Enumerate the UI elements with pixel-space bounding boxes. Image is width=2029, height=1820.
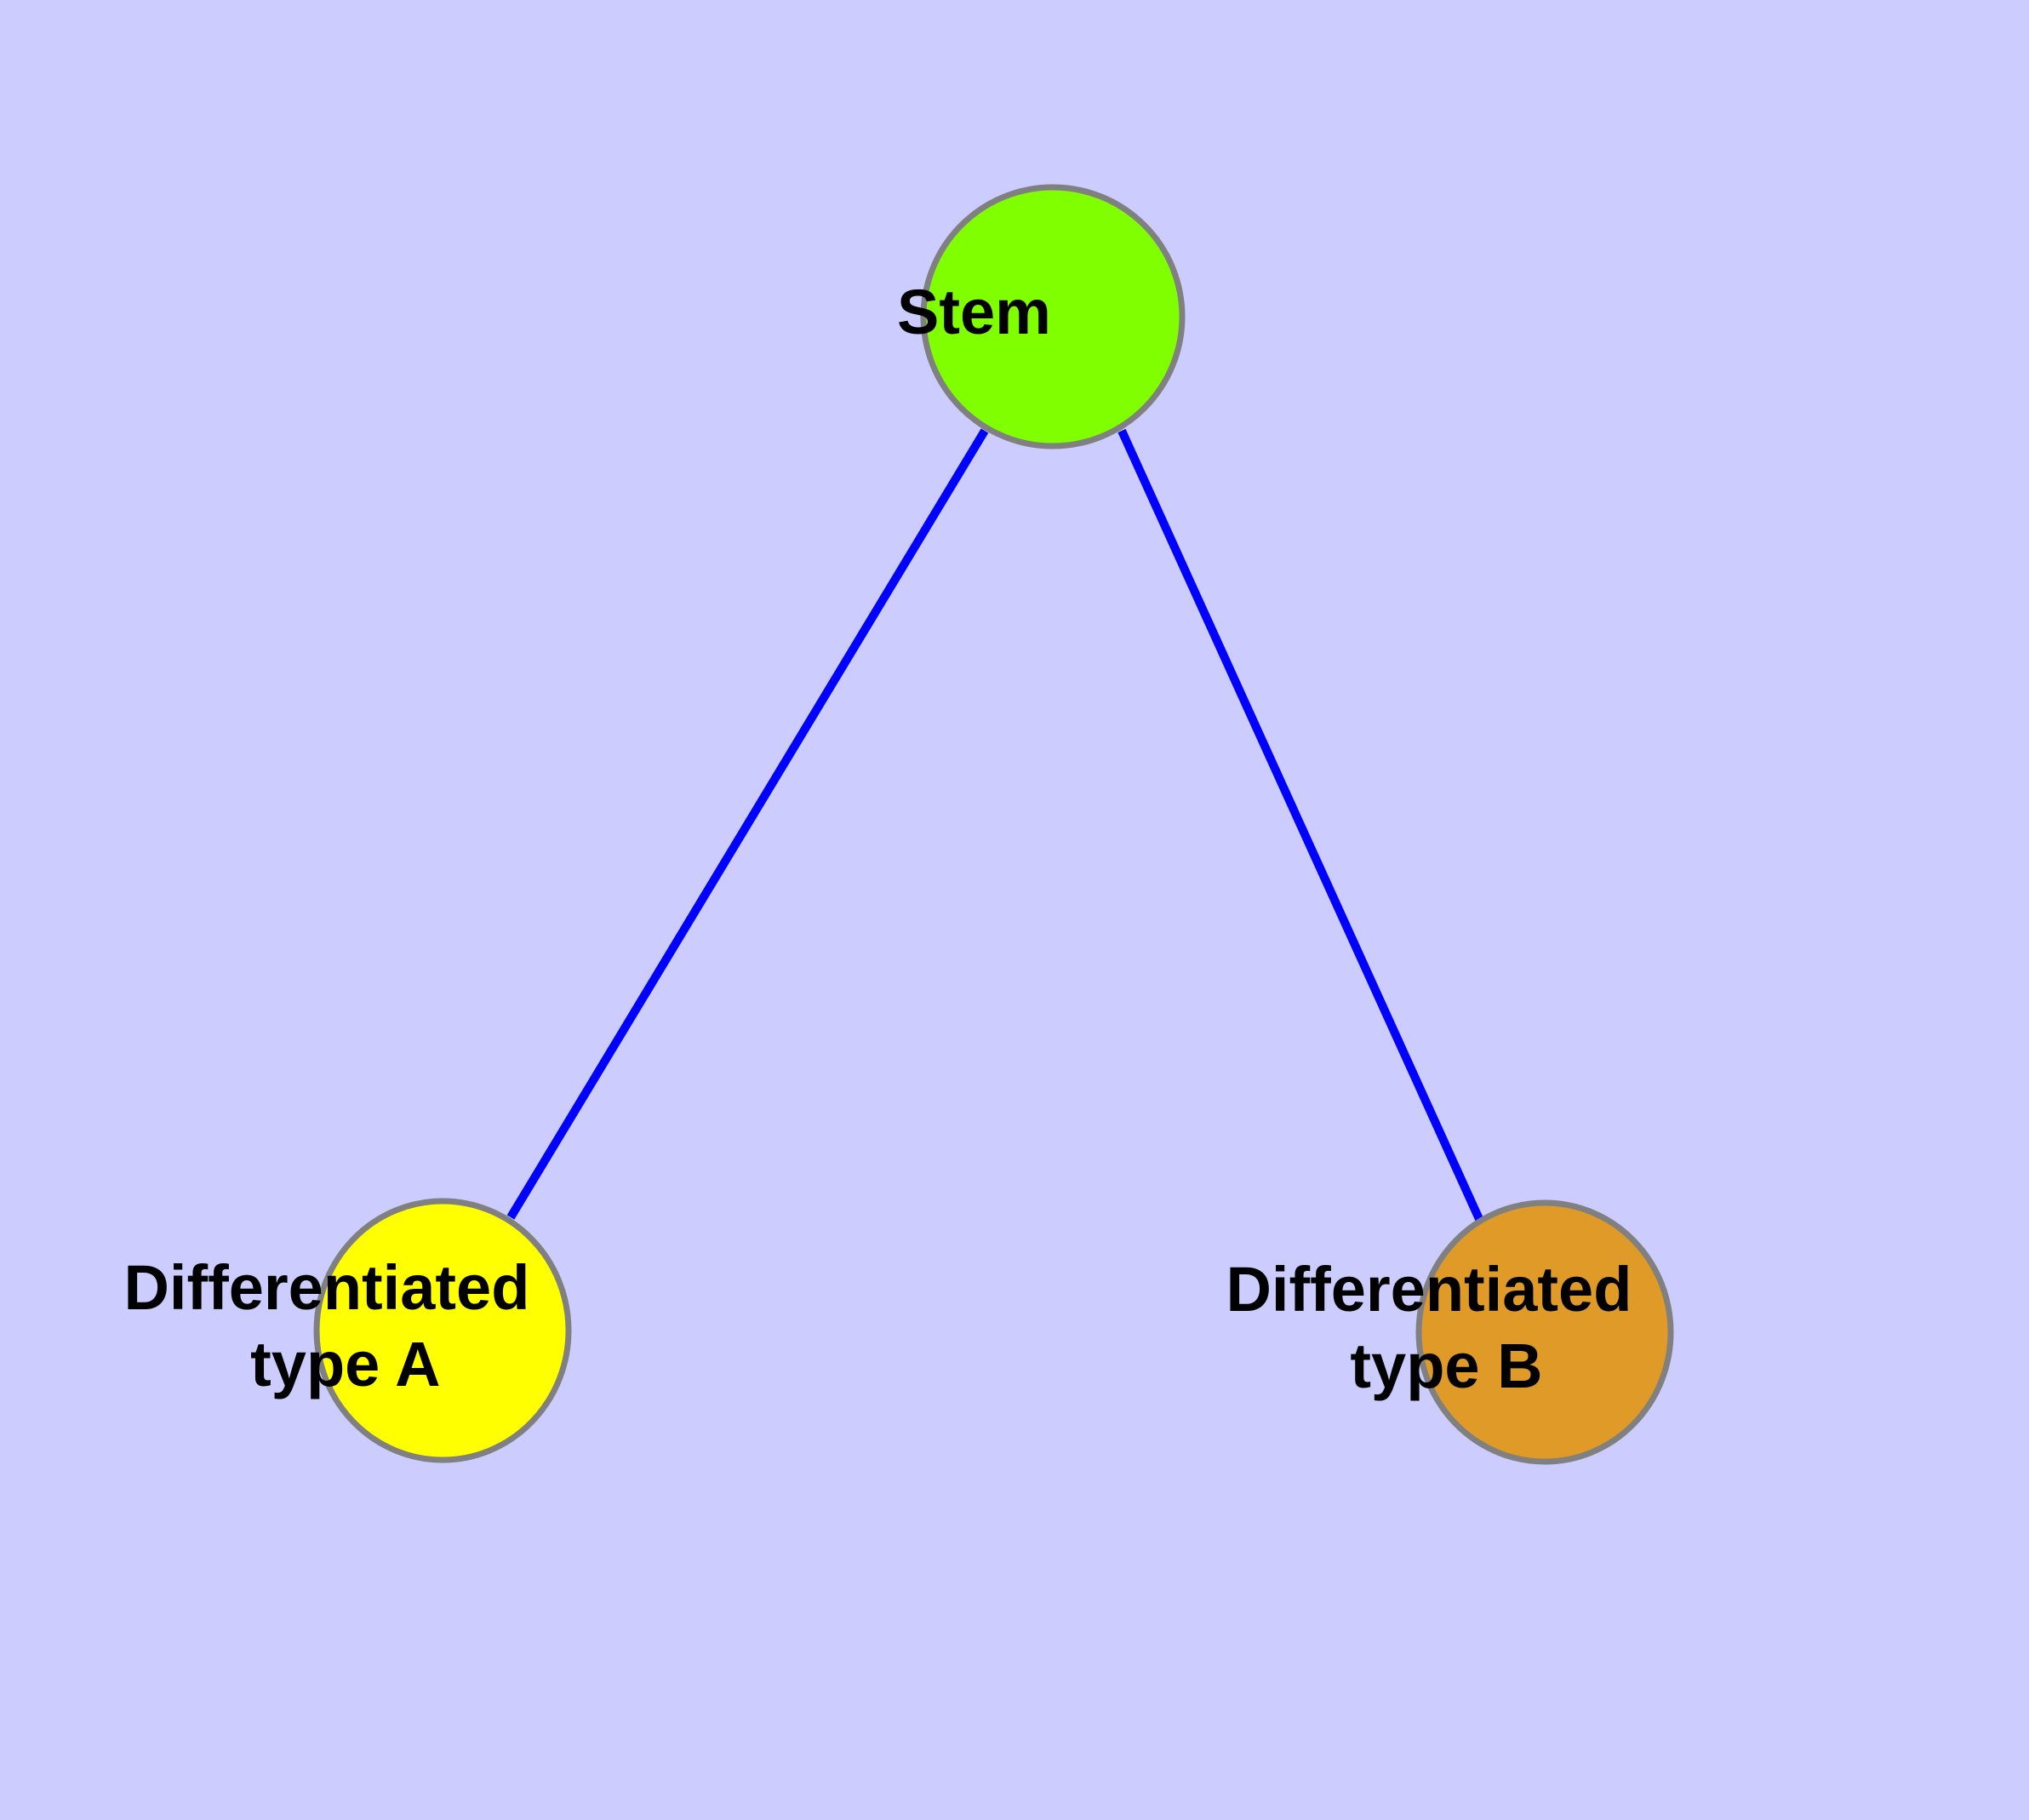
node-differentiated-type-b-circle[interactable] [1415,1199,1674,1465]
node-stem[interactable]: Stem [897,0,1209,449]
node-stem-circle[interactable] [920,184,1186,449]
node-differentiated-type-a-label: Differentiated type A [123,0,722,1399]
node-differentiated-type-a[interactable]: Differentiated type A [123,0,722,1463]
node-differentiated-type-b[interactable]: Differentiated type B [1226,0,1824,1465]
node-differentiated-type-a-label-line1: Differentiated [123,1252,529,1323]
node-stem-label-line1: Stem [897,277,1051,347]
node-layer: Stem Differentiated type A Differentiate… [123,0,1824,1465]
edge-stem-to-differentiated-b[interactable] [1117,428,1483,1222]
node-differentiated-type-a-label-line2: type A [250,1329,439,1399]
node-differentiated-type-a-circle[interactable] [313,1198,572,1463]
node-differentiated-type-b-label: Differentiated type B [1226,0,1824,1401]
node-stem-label: Stem [897,0,1209,347]
edge-layer [506,428,1483,1222]
node-differentiated-type-b-label-line1: Differentiated [1226,1254,1632,1325]
edge-stem-to-differentiated-a[interactable] [506,428,989,1220]
node-differentiated-type-b-label-line2: type B [1350,1331,1542,1401]
